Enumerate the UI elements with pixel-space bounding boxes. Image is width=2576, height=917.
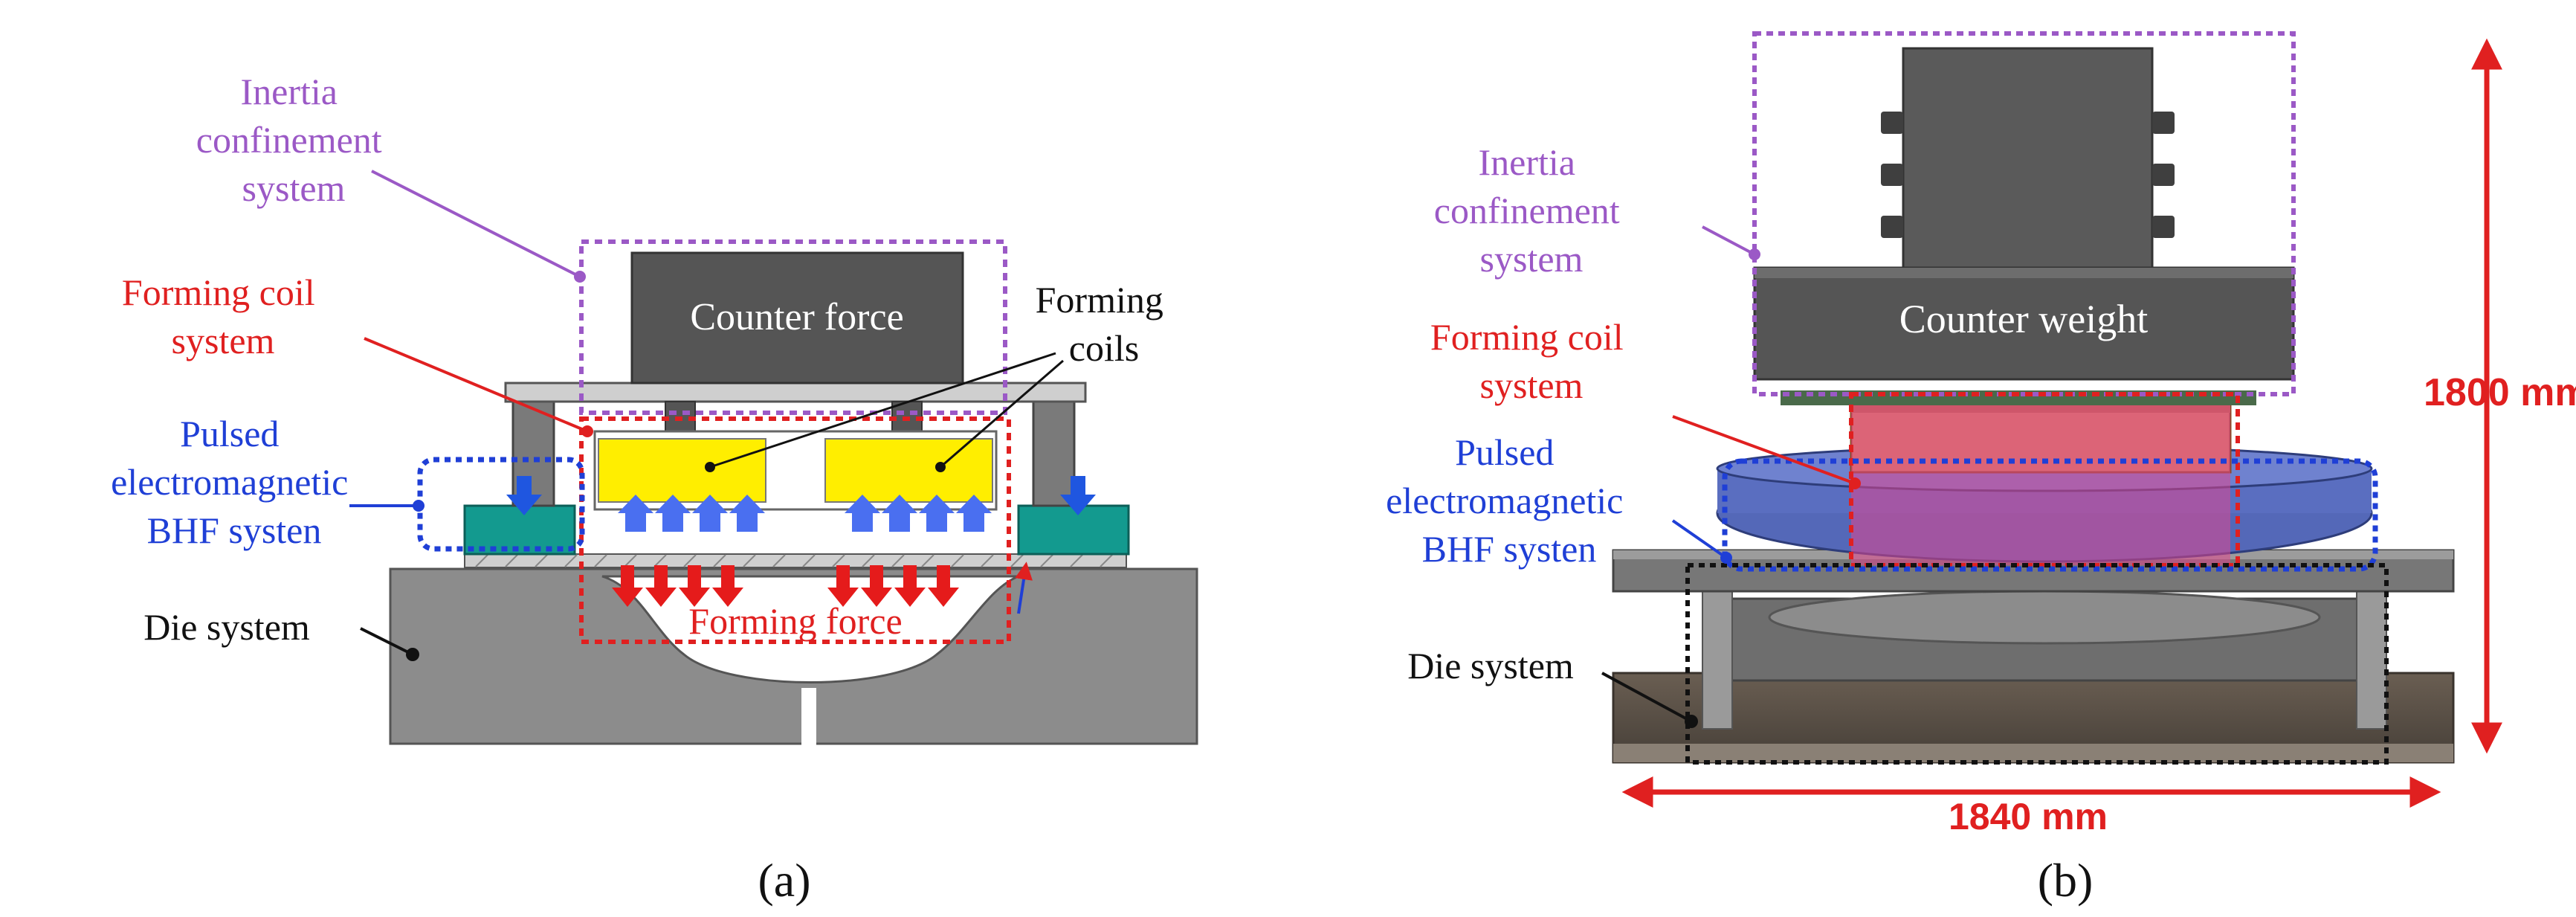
sheet-pointer [1015, 562, 1033, 614]
column-right-b [2356, 587, 2387, 730]
die-label-b: Die system [1407, 645, 1574, 686]
forming-coils-label: Forming coils [1036, 279, 1173, 369]
forming-coil-left [598, 438, 766, 503]
forming-coil-right [824, 438, 993, 503]
bhf-block-right [1017, 504, 1130, 556]
die-cavity [601, 575, 1019, 683]
coil-overlay-b [1851, 405, 2230, 565]
post-right [1032, 400, 1076, 507]
bhf-leader-b [1671, 519, 1728, 559]
panel-a: Counter force [111, 71, 1198, 907]
column-left-b [1702, 587, 1733, 730]
height-dimension-label: 1800 mm [2424, 371, 2576, 414]
counter-force-block [630, 251, 964, 385]
die-ring [1768, 590, 2321, 645]
counter-force-label: Counter force [690, 296, 903, 338]
coil-box-a [579, 416, 1011, 644]
inertia-leader-a [371, 170, 581, 278]
bhf-block-left [463, 504, 576, 556]
column-bolts [1881, 112, 2175, 238]
inertia-leader-b [1702, 225, 1755, 256]
coil-label-a: Forming coil system [122, 271, 324, 361]
panel-b: Counter weight 1800 mm 1840 mm Inertia c… [1386, 31, 2576, 907]
inertia-box-a [579, 239, 1007, 415]
counter-weight-block [1753, 266, 2295, 381]
bhf-label-a: Pulsed electromagnetic BHF systen [111, 413, 358, 551]
bhf-box-b [1722, 458, 2378, 572]
bhf-down-arrows [506, 476, 1096, 515]
forming-force-label: Forming force [688, 600, 902, 642]
bhf-label-b: Pulsed electromagnetic BHF systen [1386, 431, 1633, 570]
caption-b: (b) [2038, 854, 2094, 907]
counter-weight-label: Counter weight [1899, 297, 2148, 341]
coil-up-arrows [618, 495, 992, 532]
die-label-a: Die system [143, 606, 310, 648]
top-plate [504, 382, 1087, 403]
coil-leader-a [364, 337, 588, 433]
die-slit [801, 688, 816, 747]
inertia-label-a: Inertia confinement system [196, 71, 391, 209]
coil-leader-b [1672, 415, 1856, 485]
forming-force-arrows [612, 565, 959, 607]
inertia-label-b: Inertia confinement system [1434, 141, 1629, 280]
inertia-box-b [1752, 31, 2296, 396]
caption-a: (a) [758, 854, 810, 907]
die-leader-a [360, 627, 413, 656]
coils-leader-right [940, 359, 1064, 469]
die-leader-b [1601, 672, 1692, 723]
coil-label-b: Forming coil system [1430, 316, 1633, 406]
coils-leader-left [709, 352, 1056, 469]
die-box-b [1685, 563, 2389, 765]
width-dimension-label: 1840 mm [1949, 796, 2108, 837]
